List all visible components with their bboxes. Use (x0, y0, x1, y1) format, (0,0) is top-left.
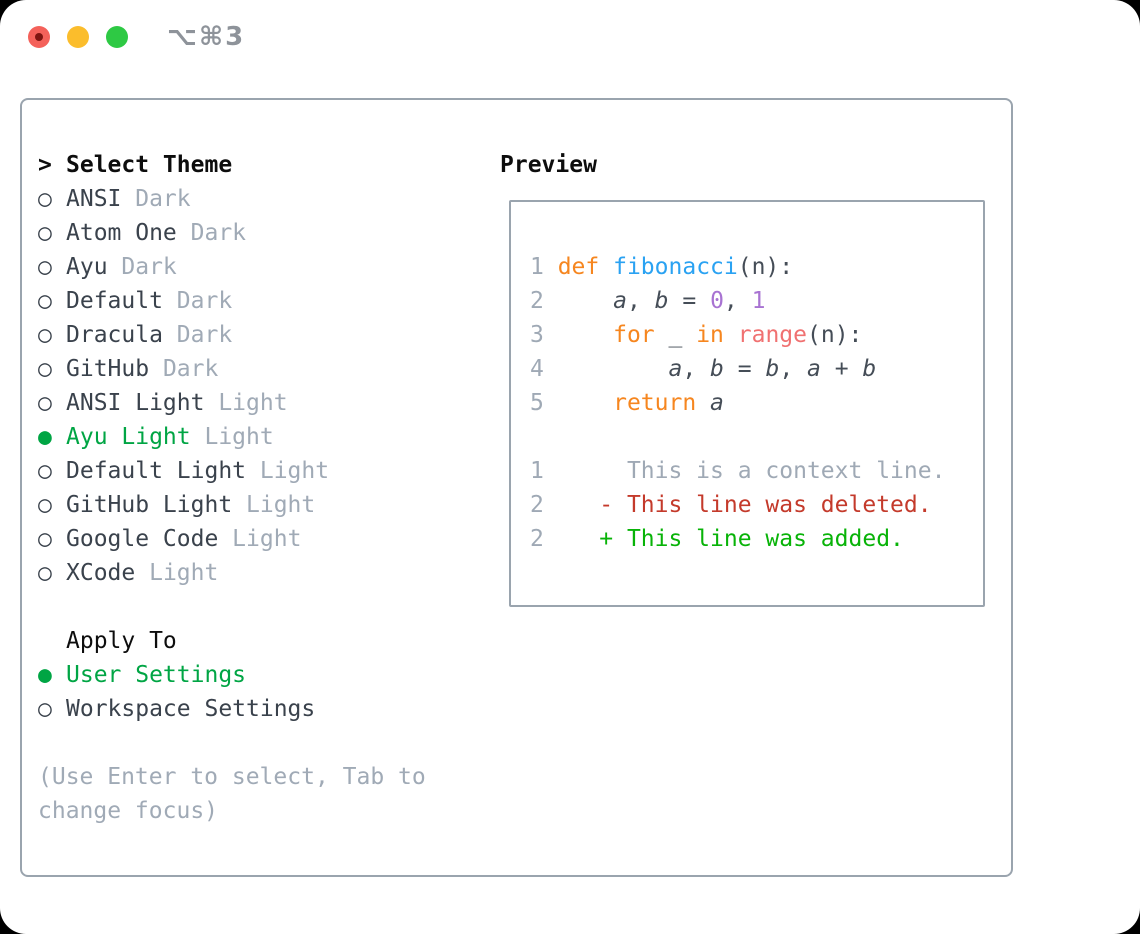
radio-selected-icon: ● (38, 662, 52, 688)
theme-name: Dracula (66, 322, 163, 348)
theme-name: Default (66, 288, 163, 314)
apply-to-header: Apply To (66, 628, 177, 654)
theme-variant: Dark (176, 220, 247, 246)
theme-variant: Light (135, 560, 219, 586)
radio-unselected-icon: ○ (38, 186, 52, 212)
theme-variant: Dark (149, 356, 219, 382)
radio-selected-icon: ● (38, 424, 52, 450)
theme-name: Ayu (66, 254, 108, 280)
theme-variant: Light (204, 390, 288, 416)
radio-unselected-icon: ○ (38, 288, 52, 314)
zoom-button[interactable] (106, 26, 128, 48)
theme-column: > Select Theme ○ ANSI Dark ○ Atom One Dark ○ A… (38, 148, 488, 828)
line-number: 2 (530, 526, 558, 552)
theme-variant: Light (246, 458, 330, 484)
select-theme-header: > Select Theme (38, 148, 488, 182)
theme-option-dracula[interactable]: ○ Dracula Dark (38, 318, 488, 352)
theme-option-google-code[interactable]: ○ Google Code Light (38, 522, 488, 556)
theme-option-default[interactable]: ○ Default Dark (38, 284, 488, 318)
line-number: 1 (530, 254, 558, 280)
theme-option-github[interactable]: ○ GitHub Dark (38, 352, 488, 386)
theme-name: GitHub (66, 356, 150, 382)
code-line: 5 return a (530, 390, 724, 416)
theme-name: GitHub Light (66, 492, 233, 518)
radio-unselected-icon: ○ (38, 390, 52, 416)
apply-options-list: ● User Settings ○ Workspace Settings (38, 658, 488, 726)
code-line: 1 def fibonacci(n): (530, 254, 794, 280)
theme-variant: Light (190, 424, 274, 450)
spacer (530, 420, 983, 454)
radio-unselected-icon: ○ (38, 220, 52, 246)
theme-option-ayu[interactable]: ○ Ayu Dark (38, 250, 488, 284)
preview-box: 1 def fibonacci(n): 2 a, b = 0, 1 3 for _ … (509, 200, 985, 607)
radio-unselected-icon: ○ (38, 322, 52, 348)
diff-line-context: 1 This is a context line. (530, 458, 946, 484)
record-dot-icon (35, 33, 43, 41)
apply-option-label: Workspace Settings (66, 696, 316, 722)
minimize-button[interactable] (67, 26, 89, 48)
theme-name: Google Code (66, 526, 219, 552)
code-preview: 1 def fibonacci(n): 2 a, b = 0, 1 3 for _ … (511, 202, 983, 556)
radio-unselected-icon: ○ (38, 560, 52, 586)
theme-option-default-light[interactable]: ○ Default Light Light (38, 454, 488, 488)
code-line: 3 for _ in range(n): (530, 322, 863, 348)
radio-unselected-icon: ○ (38, 254, 52, 280)
line-number: 5 (530, 390, 558, 416)
theme-variant: Dark (121, 186, 191, 212)
theme-variant: Dark (162, 288, 233, 314)
code-line: 4 a, b = b, a + b (530, 356, 877, 382)
code-line: 2 a, b = 0, 1 (530, 288, 766, 314)
radio-unselected-icon: ○ (38, 526, 52, 552)
theme-option-github-light[interactable]: ○ GitHub Light Light (38, 488, 488, 522)
preview-title: Preview (500, 152, 597, 178)
theme-option-ayu-light[interactable]: ● Ayu Light Light (38, 420, 488, 454)
theme-name: Default Light (66, 458, 247, 484)
theme-option-ansi-light[interactable]: ○ ANSI Light Light (38, 386, 488, 420)
line-number: 2 (530, 492, 558, 518)
radio-unselected-icon: ○ (38, 696, 52, 722)
theme-variant: Dark (107, 254, 177, 280)
main-panel: > Select Theme ○ ANSI Dark ○ Atom One Dark ○ A… (20, 98, 1013, 877)
theme-option-atom-one[interactable]: ○ Atom One Dark (38, 216, 488, 250)
radio-unselected-icon: ○ (38, 492, 52, 518)
spacer (38, 726, 488, 760)
radio-unselected-icon: ○ (38, 458, 52, 484)
close-button[interactable] (28, 26, 50, 48)
theme-option-xcode[interactable]: ○ XCode Light (38, 556, 488, 590)
apply-option-workspace-settings[interactable]: ○ Workspace Settings (38, 692, 488, 726)
line-number: 4 (530, 356, 558, 382)
select-theme-label: Select Theme (66, 152, 233, 178)
line-number: 1 (530, 458, 558, 484)
apply-option-label: User Settings (66, 662, 247, 688)
line-number: 2 (530, 288, 558, 314)
theme-variant: Light (232, 492, 316, 518)
theme-variant: Dark (162, 322, 233, 348)
apply-option-user-settings[interactable]: ● User Settings (38, 658, 488, 692)
radio-unselected-icon: ○ (38, 356, 52, 382)
theme-name: XCode (66, 560, 136, 586)
prompt-caret-icon: > (38, 152, 52, 178)
theme-options-list: ○ ANSI Dark ○ Atom One Dark ○ Ayu Dark ○ Defaul… (38, 182, 488, 590)
diff-line-added: 2 + This line was added. (530, 526, 904, 552)
theme-option-ansi[interactable]: ○ ANSI Dark (38, 182, 488, 216)
theme-name: ANSI Light (66, 390, 205, 416)
window-title: ⌥⌘3 (167, 22, 246, 52)
theme-name: Ayu Light (66, 424, 191, 450)
theme-name: Atom One (66, 220, 177, 246)
theme-variant: Light (218, 526, 302, 552)
help-text: (Use Enter to select, Tab to change focu… (38, 764, 426, 824)
diff-line-deleted: 2 - This line was deleted. (530, 492, 932, 518)
line-number: 3 (530, 322, 558, 348)
spacer (38, 590, 488, 624)
theme-name: ANSI (66, 186, 122, 212)
